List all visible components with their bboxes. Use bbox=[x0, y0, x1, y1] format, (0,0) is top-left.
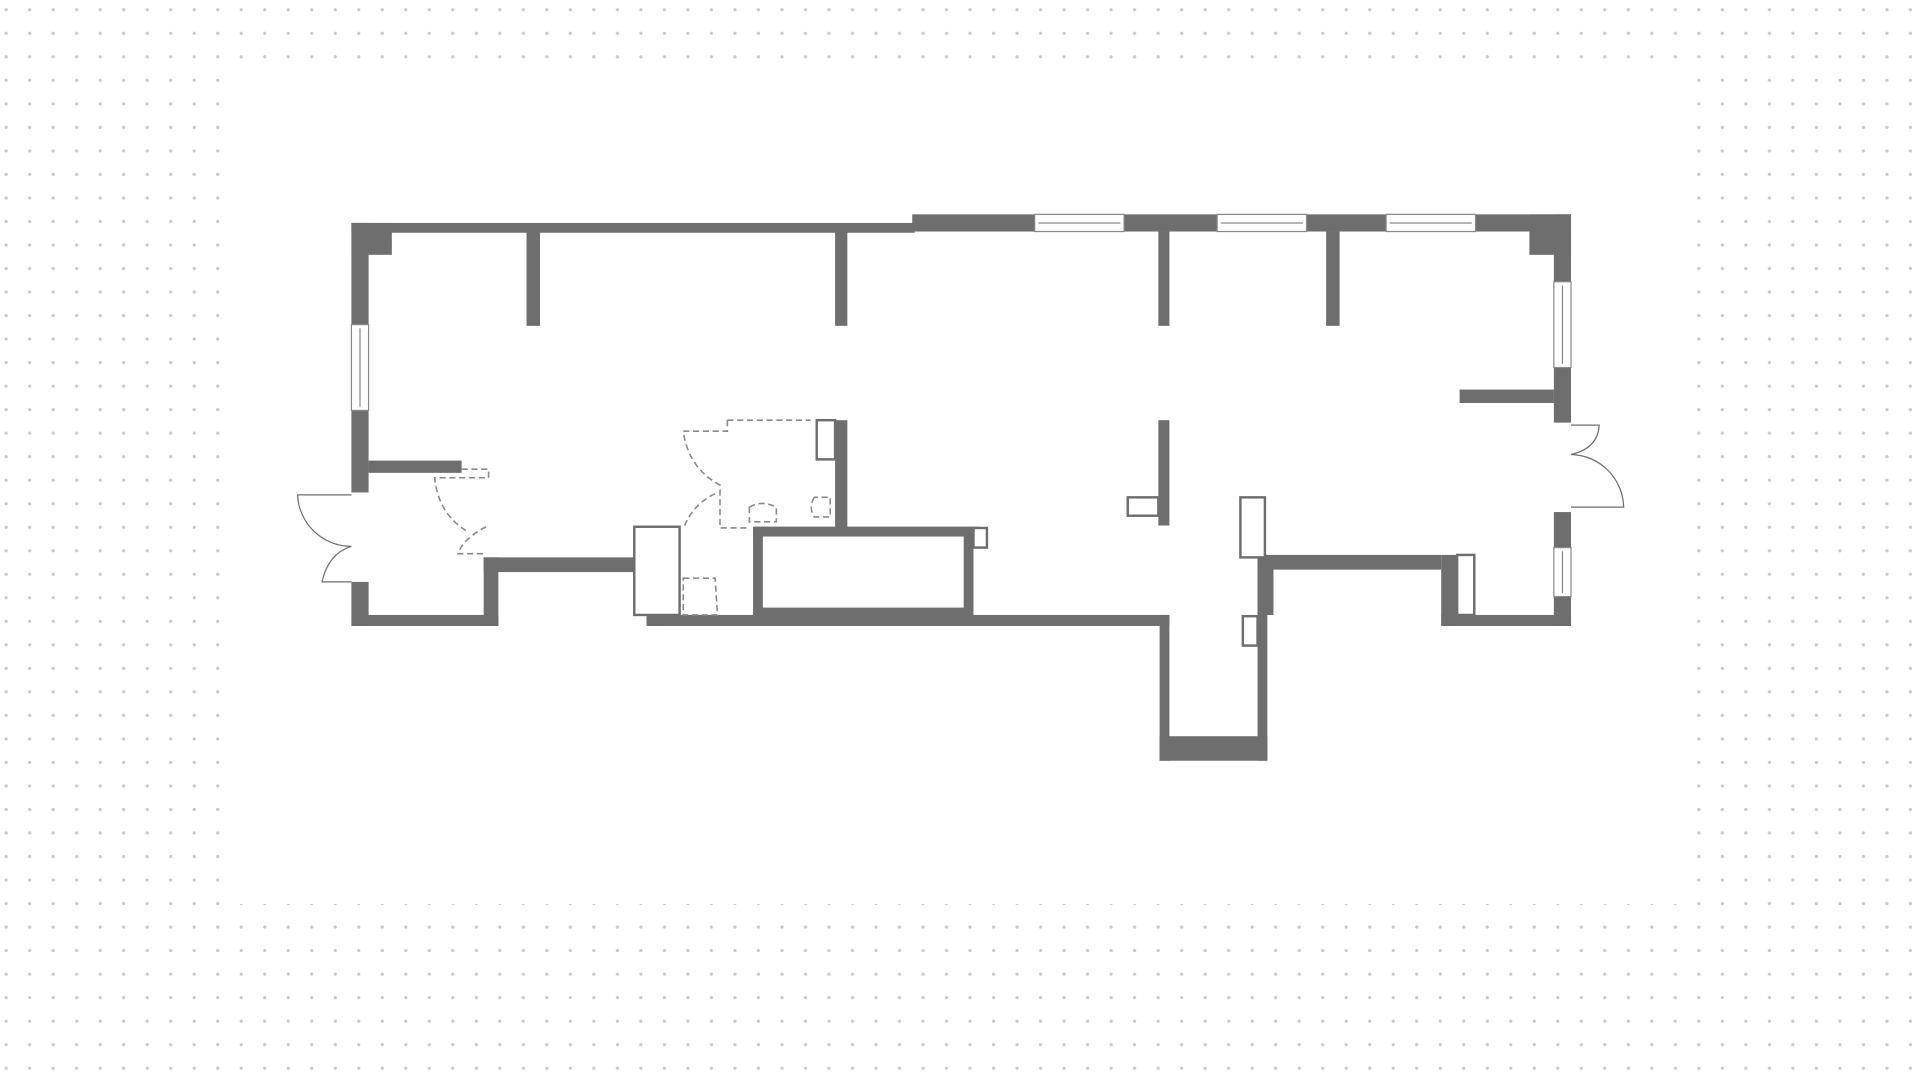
stub-wall-1 bbox=[526, 231, 540, 326]
stub-wall-2 bbox=[835, 231, 848, 326]
doors bbox=[296, 419, 1625, 616]
entry-door-right-icon bbox=[1570, 424, 1625, 508]
stub-wall-4 bbox=[1326, 231, 1340, 326]
plan-area bbox=[232, 73, 1688, 905]
niche-right-wall bbox=[1257, 554, 1268, 761]
interior-door-icon bbox=[433, 468, 490, 555]
wall-segment bbox=[1441, 554, 1458, 626]
bathroom-wall bbox=[835, 420, 848, 528]
bottom-wall-right bbox=[1441, 614, 1572, 626]
shaft bbox=[753, 526, 974, 618]
shower-tray-icon bbox=[682, 577, 719, 616]
center-column-wall bbox=[1158, 420, 1170, 526]
wall-segment bbox=[1257, 554, 1442, 570]
stub-wall-3 bbox=[1158, 231, 1170, 326]
column-box bbox=[1126, 496, 1160, 517]
windows bbox=[350, 213, 1572, 598]
duct-box bbox=[633, 525, 681, 617]
column-box bbox=[1239, 496, 1267, 559]
bottom-wall-left bbox=[351, 614, 499, 626]
entry-partition bbox=[368, 460, 462, 473]
toilet-icon bbox=[810, 496, 831, 518]
duct-box bbox=[972, 526, 989, 549]
bottom-wall-mid bbox=[646, 614, 1170, 626]
column-box bbox=[1241, 614, 1259, 647]
column-box bbox=[1455, 553, 1476, 617]
entry-door-left-icon bbox=[296, 494, 352, 583]
top-wall-left bbox=[351, 222, 915, 233]
duct-box bbox=[815, 418, 837, 461]
left-wall-lower bbox=[351, 581, 369, 626]
niche-left-wall bbox=[1159, 614, 1170, 761]
niche-bottom-wall bbox=[1159, 736, 1268, 761]
washbasin-icon bbox=[748, 502, 778, 523]
wall-segment bbox=[483, 557, 662, 573]
wall-segment bbox=[483, 557, 499, 626]
right-partition bbox=[1459, 389, 1554, 404]
outlined-elements bbox=[633, 418, 1476, 647]
bathroom-door-icon bbox=[682, 419, 811, 530]
